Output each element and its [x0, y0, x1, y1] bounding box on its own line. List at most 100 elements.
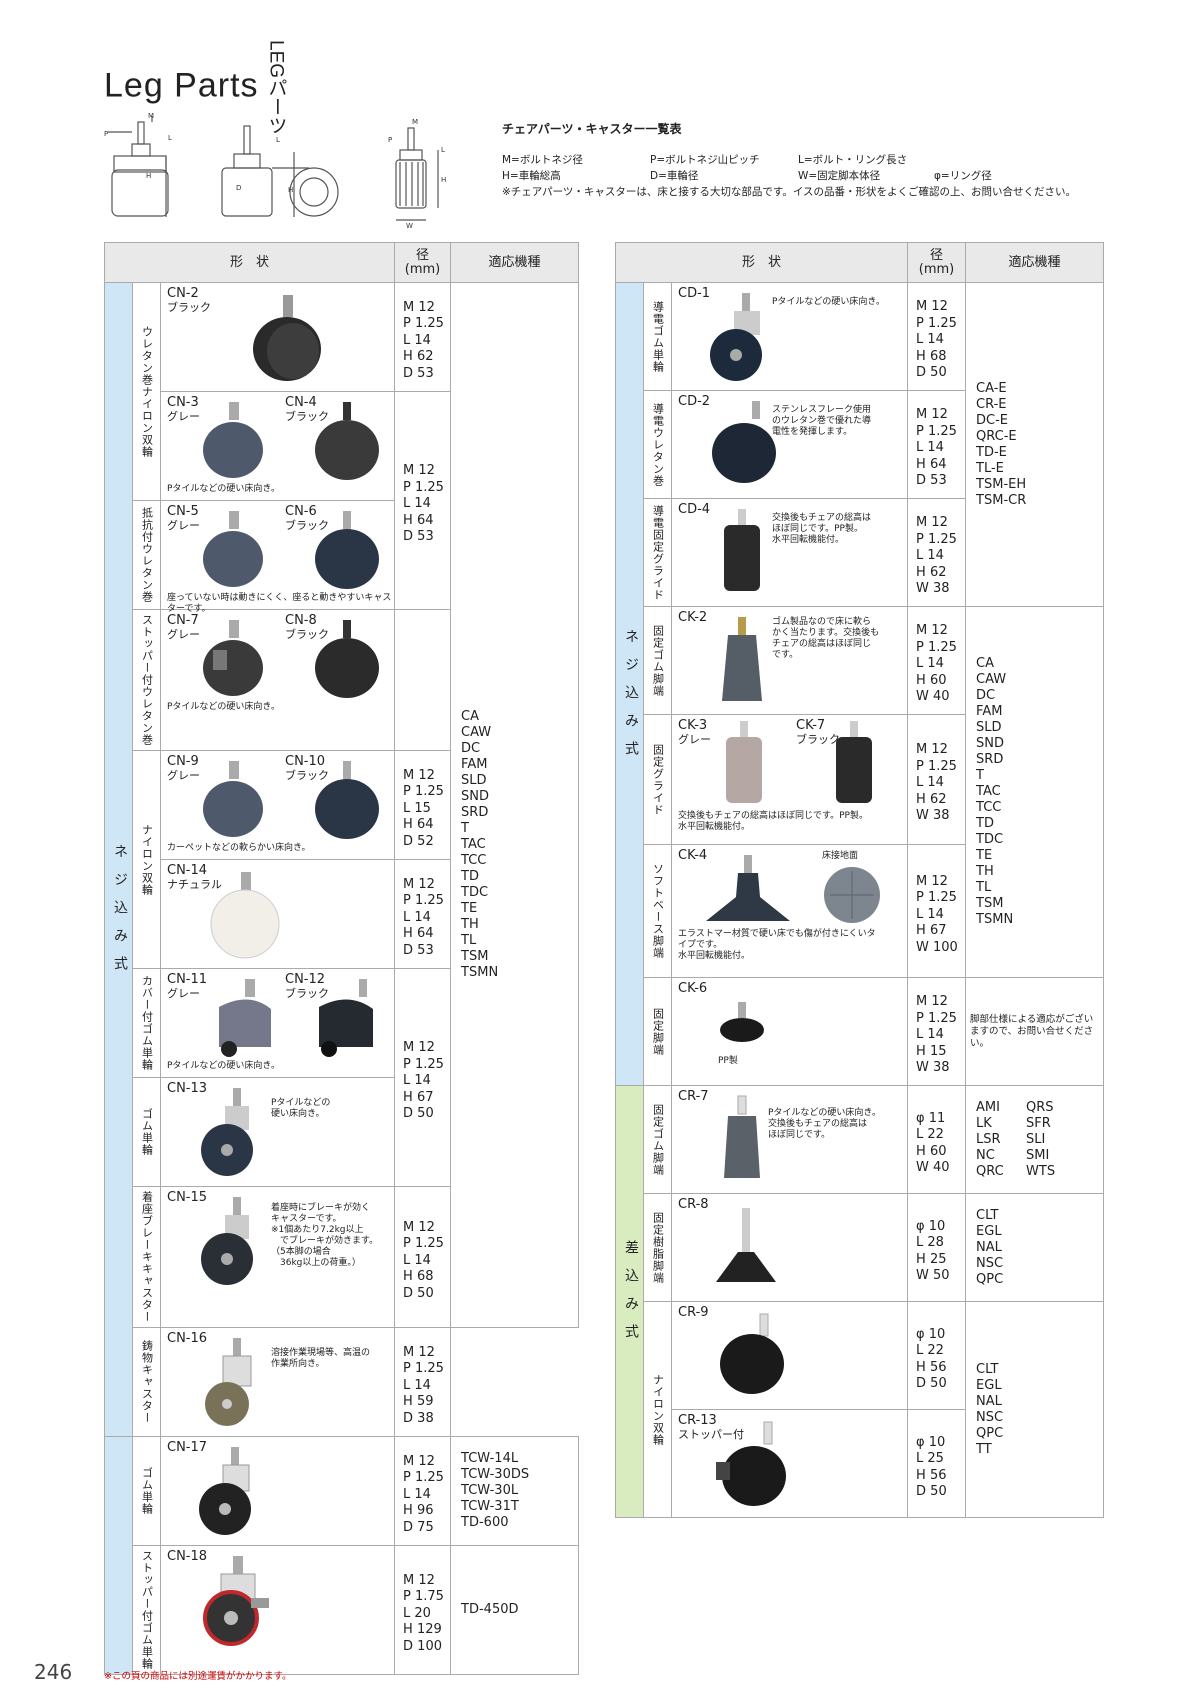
product-note: Pタイルなどの硬い床向き。 — [167, 702, 280, 712]
value-text: H 60 — [916, 1143, 947, 1159]
product-extra: 床接地面 — [822, 851, 859, 861]
product-note: ステンレスフレーク使用 のウレタン巻で優れた導 電性を発揮します。 — [772, 405, 872, 437]
value-text: M 12 — [916, 742, 948, 758]
title-sub: LEGパーツ — [265, 40, 287, 136]
value-text: M 12 — [403, 1572, 435, 1588]
svg-text:L: L — [441, 146, 445, 154]
header-models: 適応機種 — [450, 242, 580, 283]
value-text: P 1.25 — [403, 1361, 444, 1377]
product-name: CN-8 — [285, 613, 317, 628]
value-text: NAL — [976, 1393, 1002, 1409]
value-text: SRD — [461, 805, 489, 820]
value-text: W 50 — [916, 1268, 950, 1283]
value-text: H 59 — [403, 1394, 434, 1410]
subgroup: 着座ブレーキキャスター — [132, 1186, 161, 1328]
value-text: M 12 — [403, 1453, 435, 1469]
value-text: H 64 — [403, 512, 434, 528]
value-text: TCW-30DS — [461, 1467, 530, 1482]
value-text: L 22 — [916, 1127, 944, 1142]
product-note: Pタイルなどの 硬い床向き。 — [271, 1098, 331, 1119]
caster-image — [203, 761, 379, 839]
product-name: CD-2 — [678, 394, 711, 409]
value-text: P 1.25 — [916, 758, 957, 774]
product-note: カーペットなどの軟らかい床向き。 — [167, 843, 311, 853]
legend-item: M=ボルトネジ径 — [502, 154, 583, 166]
product-note: 交換後もチェアの総高はほぼ同じです。PP製。 水平回転機能付。 — [678, 811, 868, 832]
product-name: CN-5 — [167, 504, 199, 519]
product-cell: CD-2 ステンレスフレーク使用 のウレタン巻で優れた導 電性を発揮します。 — [670, 390, 909, 499]
product-color: ブラック — [285, 987, 329, 1000]
value-text: P 1.75 — [403, 1589, 444, 1605]
value-text: H 64 — [403, 926, 434, 942]
value-text: TSMN — [461, 965, 499, 980]
value-text: P 1.25 — [403, 479, 444, 495]
product-name: CN-17 — [167, 1440, 208, 1455]
value-text: QPC — [976, 1271, 1004, 1287]
value-text: TH — [976, 864, 994, 879]
value-text: φ 10 — [916, 1218, 946, 1234]
product-cell: CD-4 交換後もチェアの総高は ほぼ同じです。PP製。 水平回転機能付。 — [670, 498, 909, 607]
value-text: T — [461, 821, 469, 836]
value-text: P 1.25 — [403, 893, 444, 909]
value-text: L 14 — [403, 496, 431, 512]
value-text: P 1.25 — [916, 423, 957, 439]
title-main: Leg Parts — [104, 66, 259, 105]
value-text: M 12 — [916, 515, 948, 531]
glide-image — [720, 1002, 764, 1042]
value-text: W 38 — [916, 1060, 950, 1076]
svg-text:H: H — [441, 176, 446, 184]
product-note: 交換後もチェアの総高は ほぼ同じです。PP製。 水平回転機能付。 — [772, 513, 872, 545]
glide-image — [722, 617, 762, 701]
product-name: CR-8 — [678, 1197, 709, 1212]
product-name: CN-18 — [167, 1549, 208, 1564]
product-name: CD-4 — [678, 502, 711, 517]
value-text: TSM — [976, 896, 1004, 911]
caster-image — [199, 1447, 251, 1535]
product-note: Pタイルなどの硬い床向き。 — [772, 297, 885, 307]
value-text: D 50 — [916, 1484, 947, 1499]
product-color: ブラック — [796, 733, 840, 746]
header-models: 適応機種 — [965, 242, 1105, 283]
right-table: 形 状 径 (mm) 適応機種 ネジ込み式 導電ゴム単輪 CD-1 Pタイルなど… — [614, 242, 1105, 1518]
value-text: H 15 — [916, 1043, 947, 1059]
value-text: QRC-E — [976, 428, 1017, 444]
product-cell: CN-2 ブラック — [159, 282, 396, 392]
value-text: L 14 — [916, 656, 944, 672]
product-cell: CN-17 — [159, 1436, 396, 1546]
product-name: CD-1 — [678, 286, 711, 301]
glide-image — [724, 1095, 760, 1178]
value-text: H 96 — [403, 1503, 434, 1519]
value-text: H 64 — [916, 456, 947, 472]
product-note: Pタイルなどの硬い床向き。 — [167, 1061, 280, 1071]
product-note: 溶接作業現場等、高温の 作業所向き。 — [271, 1348, 371, 1369]
product-name: CN-2 — [167, 286, 199, 301]
caster-image — [203, 402, 379, 480]
product-note: ゴム製品なので床に軟ら かく当たります。交換後も チェアの総高はほぼ同じ です。 — [772, 617, 880, 660]
product-color: グレー — [678, 733, 711, 746]
product-name: CN-9 — [167, 754, 199, 769]
group-insert-right: 差込み式 — [615, 1085, 644, 1518]
value-text: DC-E — [976, 412, 1009, 428]
product-name: CN-14 — [167, 863, 208, 878]
value-text: M 12 — [403, 876, 435, 892]
value-text: M 12 — [403, 1344, 435, 1360]
value-text: H 60 — [916, 672, 947, 688]
product-cell: CN-16 溶接作業現場等、高温の 作業所向き。 — [159, 1327, 396, 1437]
value-text: NSC — [976, 1409, 1004, 1425]
product-color: ブラック — [285, 519, 329, 532]
value-text: TAC — [976, 784, 1001, 799]
glide-image — [706, 855, 880, 923]
value-text: SLD — [976, 720, 1002, 735]
